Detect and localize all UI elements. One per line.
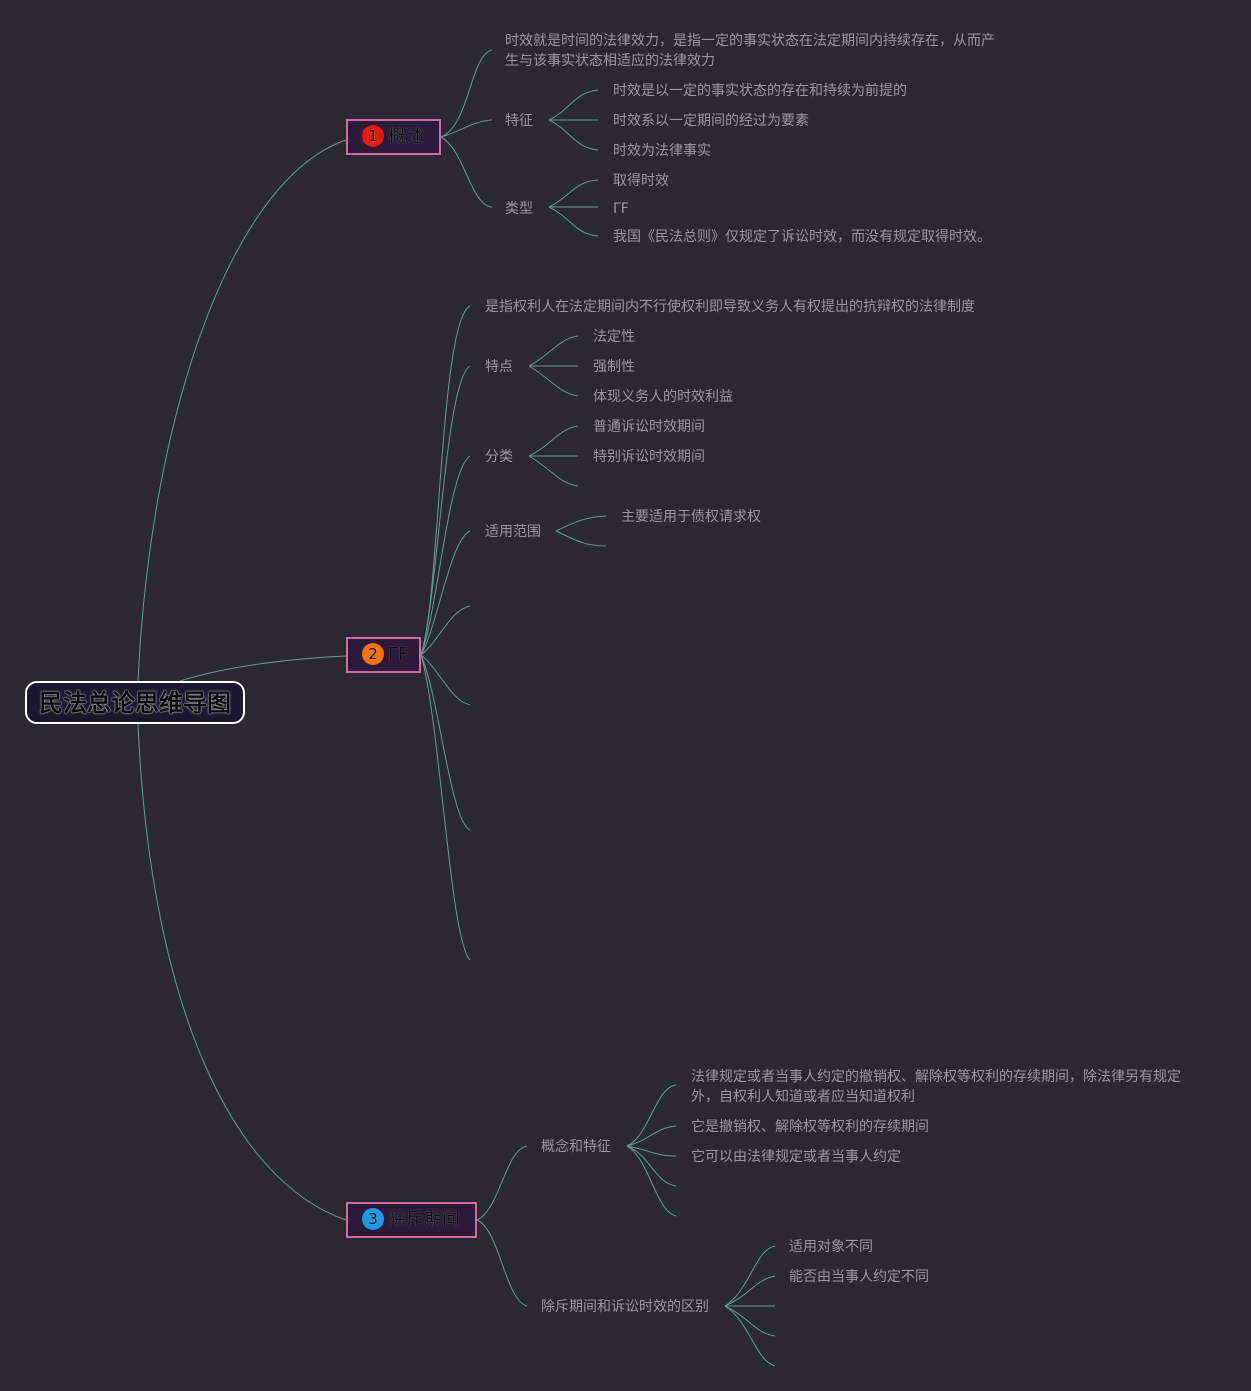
features-label[interactable]: 特征 — [505, 113, 533, 129]
types-label[interactable]: 类型 — [505, 201, 533, 217]
trait-item[interactable]: 强制性 — [593, 359, 635, 375]
trait-item[interactable]: 体现义务人的时效利益 — [593, 389, 733, 405]
concept-label[interactable]: 概念和特征 — [541, 1139, 611, 1155]
number-badge-icon: 1 — [362, 124, 384, 147]
concept-item[interactable]: 它是撤销权、解除权等权利的存续期间 — [691, 1119, 929, 1135]
statute-definition[interactable]: 是指权利人在法定期间内不行使权利即导致义务人有权提出的抗辩权的法律制度 — [485, 299, 975, 315]
overview-definition[interactable]: 时效就是时间的法律效力，是指一定的事实状态在法定期间内持续存在，从而产生与该事实… — [505, 33, 995, 69]
difference-item[interactable]: 能否由当事人约定不同 — [789, 1269, 929, 1285]
feature-item[interactable]: 时效系以一定期间的经过为要素 — [613, 113, 809, 129]
concept-item[interactable]: 法律规定或者当事人约定的撤销权、解除权等权利的存续期间，除法律另有规定外，自权利… — [691, 1069, 1181, 1105]
classes-label[interactable]: 分类 — [485, 449, 513, 465]
traits-label[interactable]: 特点 — [485, 359, 513, 375]
class-item[interactable]: 普通诉讼时效期间 — [593, 419, 705, 435]
concept-item[interactable]: 它可以由法律规定或者当事人约定 — [691, 1149, 901, 1165]
branch-label: ΓF — [388, 644, 409, 665]
difference-label[interactable]: 除斥期间和诉讼时效的区别 — [541, 1299, 709, 1315]
type-item[interactable]: ΓF — [613, 201, 629, 217]
class-item[interactable]: 特别诉讼时效期间 — [593, 449, 705, 465]
scope-label[interactable]: 适用范围 — [485, 524, 541, 540]
branch-label: 除斥期间 — [388, 1209, 460, 1230]
root-node[interactable]: 民法总论思维导图 — [25, 681, 245, 724]
scope-item[interactable]: 主要适用于债权请求权 — [621, 509, 761, 525]
number-badge-icon: 2 — [362, 642, 384, 665]
trait-item[interactable]: 法定性 — [593, 329, 635, 345]
number-badge-icon: 3 — [362, 1207, 384, 1230]
branch-label: 概述 — [388, 126, 424, 147]
type-item[interactable]: 取得时效 — [613, 173, 669, 189]
feature-item[interactable]: 时效是以一定的事实状态的存在和持续为前提的 — [613, 83, 907, 99]
type-item[interactable]: 我国《民法总则》仅规定了诉讼时效，而没有规定取得时效。 — [613, 229, 991, 245]
feature-item[interactable]: 时效为法律事实 — [613, 143, 711, 159]
difference-item[interactable]: 适用对象不同 — [789, 1239, 873, 1255]
